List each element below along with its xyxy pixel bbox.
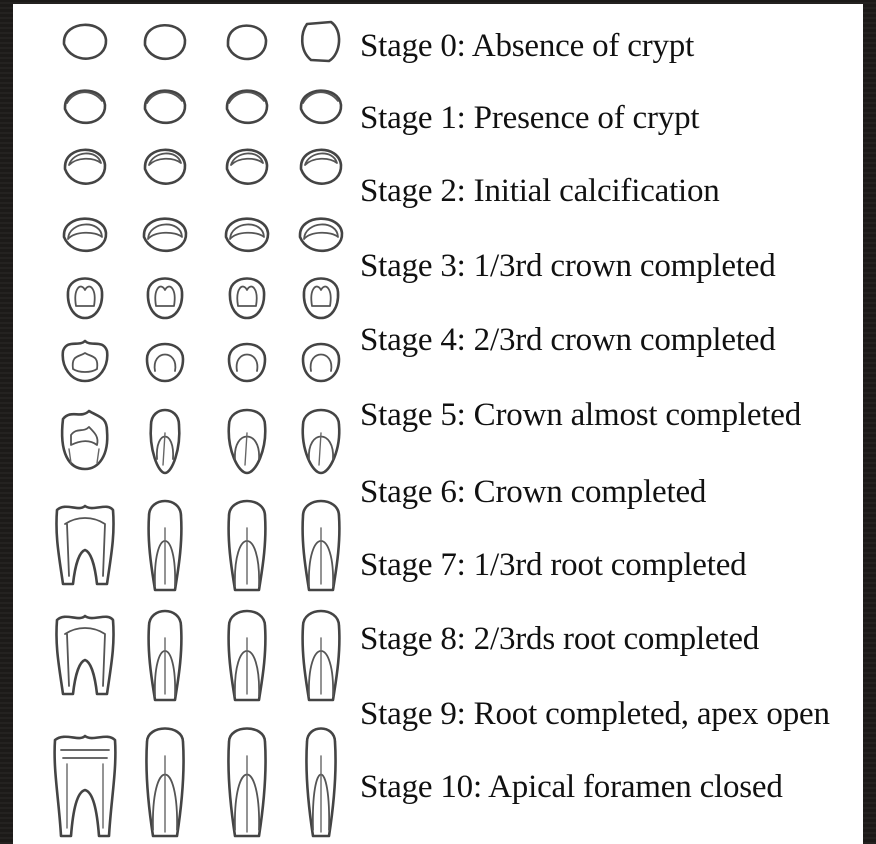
stage-9-10-root-sketch [146, 729, 183, 837]
stage-7-label: Stage 7: 1/3rd root completed [360, 549, 746, 582]
stage-7-root-sketch [149, 501, 182, 590]
stage-6-crown-sketch [229, 410, 265, 473]
stage-1-crypt-sketch [145, 91, 185, 123]
stage-5-crown-sketch [147, 344, 183, 381]
stage-9-label: Stage 9: Root completed, apex open [360, 698, 830, 731]
stage-2-label: Stage 2: Initial calcification [360, 175, 720, 208]
stage-1-label: Stage 1: Presence of crypt [360, 102, 699, 135]
stage-8-root-sketch [229, 611, 266, 700]
stage-9-10-root-sketch [228, 729, 265, 837]
stage-6-crown-sketch [303, 410, 339, 473]
stage-4-label: Stage 4: 2/3rd crown completed [360, 324, 776, 357]
stage-10-label: Stage 10: Apical foramen closed [360, 771, 783, 804]
stage-1-crypt-sketch [227, 91, 267, 123]
stage-8-root-sketch [56, 616, 113, 694]
stage-0-crypt-sketch [64, 25, 106, 59]
stage-3-label: Stage 3: 1/3rd crown completed [360, 250, 776, 283]
stage-8-label: Stage 8: 2/3rds root completed [360, 623, 759, 656]
stage-3-crown-sketch [64, 219, 106, 251]
stage-0-label: Stage 0: Absence of crypt [360, 30, 694, 63]
stage-4-crown-sketch [304, 279, 338, 319]
stage-6-crown-sketch [151, 410, 180, 473]
stage-2-crypt-sketch [145, 150, 185, 184]
stage-1-crypt-sketch [65, 91, 105, 123]
stage-8-root-sketch [149, 611, 182, 700]
stage-5-crown-sketch [63, 341, 108, 381]
stage-0-crypt-sketch [228, 26, 266, 59]
tooth-sketch-grid [13, 4, 363, 844]
stage-2-crypt-sketch [65, 150, 105, 184]
stage-6-crown-sketch [62, 411, 107, 469]
stage-7-root-sketch [229, 501, 266, 590]
stage-9-10-root-sketch [55, 736, 116, 836]
stage-5-crown-sketch [229, 344, 265, 381]
stage-0-crypt-sketch [302, 22, 339, 61]
stage-2-crypt-sketch [227, 150, 267, 184]
stage-4-crown-sketch [68, 279, 102, 319]
stage-0-crypt-sketch [145, 25, 185, 59]
stage-3-crown-sketch [300, 219, 342, 251]
stage-4-crown-sketch [230, 279, 264, 319]
stage-5-label: Stage 5: Crown almost completed [360, 399, 801, 432]
stage-7-root-sketch [56, 506, 113, 584]
stage-3-crown-sketch [144, 219, 186, 251]
stage-1-crypt-sketch [301, 91, 341, 123]
stage-8-root-sketch [303, 611, 340, 700]
stage-3-crown-sketch [226, 219, 268, 251]
stage-7-root-sketch [303, 501, 340, 590]
stages-diagram-panel: Stage 0: Absence of crypt Stage 1: Prese… [13, 4, 863, 844]
stage-6-label: Stage 6: Crown completed [360, 476, 706, 509]
stage-9-10-root-sketch [306, 729, 335, 837]
stage-2-crypt-sketch [301, 150, 341, 184]
stage-4-crown-sketch [148, 279, 182, 319]
stage-5-crown-sketch [303, 344, 339, 381]
